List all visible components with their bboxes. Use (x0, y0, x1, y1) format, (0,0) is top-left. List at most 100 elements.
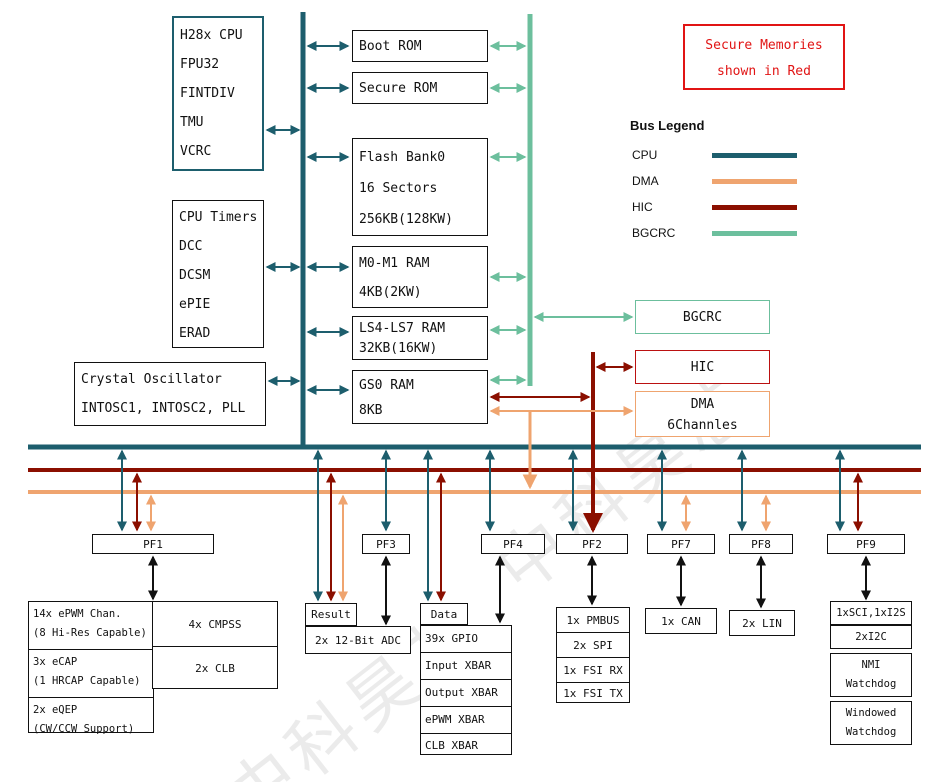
epwm-line: (8 Hi-Res Capable) (33, 627, 147, 639)
gs-ram-block: GS0 RAM 8KB (352, 370, 488, 424)
secure-rom-label: Secure ROM (359, 80, 438, 96)
legend-swatch-dma (712, 179, 797, 184)
flash-line: Flash Bank0 (359, 150, 446, 165)
cmpss-label: 4x CMPSS (188, 617, 242, 631)
can-box: 1x CAN (645, 608, 717, 634)
pf1-label: PF1 (143, 537, 163, 551)
spi-label: 2x SPI (557, 633, 629, 658)
flash-line: 16 Sectors (359, 181, 438, 196)
nmi-watchdog-box: NMI Watchdog (830, 653, 912, 697)
ls-ram-line: LS4-LS7 RAM (359, 321, 446, 336)
legend-label-hic: HIC (632, 200, 653, 214)
cpu-core-line: VCRC (180, 144, 212, 159)
sci-i2s-label: 1xSCI,1xI2S (836, 607, 906, 619)
windowed-watchdog-box: Windowed Watchdog (830, 701, 912, 745)
system-module-line: DCC (179, 239, 203, 254)
gs-ram-line: GS0 RAM (359, 378, 414, 393)
pf1-left-column: 14x ePWM Chan. (8 Hi-Res Capable) 3x eCA… (28, 601, 154, 735)
i2c-box: 2xI2C (830, 625, 912, 649)
eqep-line: (CW/CCW Support) (33, 723, 135, 735)
ecap-line: 3x eCAP (33, 656, 78, 668)
ecap-cell: 3x eCAP (1 HRCAP Capable) (29, 650, 153, 698)
nmi-line: NMI (861, 659, 881, 671)
clb-cell: 2x CLB (153, 647, 277, 689)
eqep-cell: 2x eQEP (CW/CCW Support) (29, 698, 153, 743)
cpu-core-block: H28x CPU FPU32 FINTDIV TMU VCRC (172, 16, 264, 171)
gpio-item: Output XBAR (421, 680, 511, 707)
legend-swatch-hic (712, 205, 797, 210)
hic-block: HIC (635, 350, 770, 384)
gs-ram-line: 8KB (359, 403, 383, 418)
pf7-label: PF7 (671, 537, 691, 551)
wwd-line: Windowed (845, 707, 897, 719)
system-module-line: DCSM (179, 268, 211, 283)
pf1-box: PF1 (92, 534, 214, 554)
m0m1-ram-line: M0-M1 RAM (359, 256, 430, 271)
pf2-label: PF2 (582, 537, 602, 551)
cpu-core-line: FINTDIV (180, 86, 235, 101)
system-module-line: CPU Timers (179, 210, 258, 225)
system-module-line: ERAD (179, 326, 211, 341)
legend-label-dma: DMA (632, 174, 659, 188)
ls-ram-line: 32KB(16KW) (359, 341, 438, 356)
adc-result-box: Result (305, 603, 357, 626)
gpio-item: Input XBAR (421, 653, 511, 680)
pf3-box: PF3 (362, 534, 410, 554)
can-label: 1x CAN (661, 614, 701, 628)
gpio-item: 39x GPIO (421, 626, 511, 653)
boot-rom-label: Boot ROM (359, 38, 422, 54)
gpio-data-label: Data (430, 607, 458, 621)
ecap-line: (1 HRCAP Capable) (33, 675, 141, 687)
m0m1-ram-line: 4KB(2KW) (359, 285, 422, 300)
oscillator-block: Crystal Oscillator INTOSC1, INTOSC2, PLL (74, 362, 266, 426)
epwm-line: 14x ePWM Chan. (33, 608, 122, 620)
bgcrc-label: BGCRC (682, 309, 723, 325)
secure-note-line: shown in Red (717, 64, 811, 79)
flash-block: Flash Bank0 16 Sectors 256KB(128KW) (352, 138, 488, 236)
dma-channels-label: 6Channles (667, 418, 738, 433)
cpu-core-line: H28x CPU (180, 28, 243, 43)
pf7-box: PF7 (647, 534, 715, 554)
flash-line: 256KB(128KW) (359, 212, 453, 227)
wwd-line: Watchdog (845, 726, 897, 738)
lin-box: 2x LIN (729, 610, 795, 636)
sci-i2s-box: 1xSCI,1xI2S (830, 601, 912, 625)
system-module-line: ePIE (179, 297, 211, 312)
gpio-item: CLB XBAR (425, 739, 478, 752)
bgcrc-block: BGCRC (635, 300, 770, 334)
nmi-line: Watchdog (845, 678, 897, 690)
oscillator-line: INTOSC1, INTOSC2, PLL (81, 401, 246, 416)
m0m1-ram-block: M0-M1 RAM 4KB(2KW) (352, 246, 488, 308)
fsi-rx-label: 1x FSI RX (557, 658, 629, 683)
pf4-box: PF4 (481, 534, 545, 554)
secure-note-line: Secure Memories (705, 38, 823, 53)
secure-rom-block: Secure ROM (352, 72, 488, 104)
gpio-xbar-stack: 39x GPIO Input XBAR Output XBAR ePWM XBA… (420, 625, 512, 755)
pf9-label: PF9 (856, 537, 876, 551)
pf3-label: PF3 (376, 537, 396, 551)
i2c-label: 2xI2C (855, 631, 887, 643)
cmpss-cell: 4x CMPSS (153, 602, 277, 647)
fsi-tx-label: 1x FSI TX (563, 687, 623, 700)
epwm-cell: 14x ePWM Chan. (8 Hi-Res Capable) (29, 602, 153, 650)
cpu-core-line: TMU (180, 115, 204, 130)
system-modules-block: CPU Timers DCC DCSM ePIE ERAD (172, 200, 264, 348)
ls-ram-block: LS4-LS7 RAM 32KB(16KW) (352, 316, 488, 360)
adc-box: 2x 12-Bit ADC (305, 626, 411, 654)
pf8-label: PF8 (751, 537, 771, 551)
cpu-core-line: FPU32 (180, 57, 220, 72)
oscillator-line: Crystal Oscillator (81, 372, 222, 387)
legend-swatch-bgcrc (712, 231, 797, 236)
pf4-label: PF4 (503, 537, 523, 551)
pf2-box: PF2 (556, 534, 628, 554)
legend-label-cpu: CPU (632, 148, 658, 162)
pf1-right-column: 4x CMPSS 2x CLB (152, 601, 278, 689)
legend-label-bgcrc: BGCRC (632, 226, 676, 240)
adc-result-label: Result (311, 608, 351, 621)
gpio-item: ePWM XBAR (421, 707, 511, 734)
legend-swatch-cpu (712, 153, 797, 158)
boot-rom-block: Boot ROM (352, 30, 488, 62)
pf9-box: PF9 (827, 534, 905, 554)
